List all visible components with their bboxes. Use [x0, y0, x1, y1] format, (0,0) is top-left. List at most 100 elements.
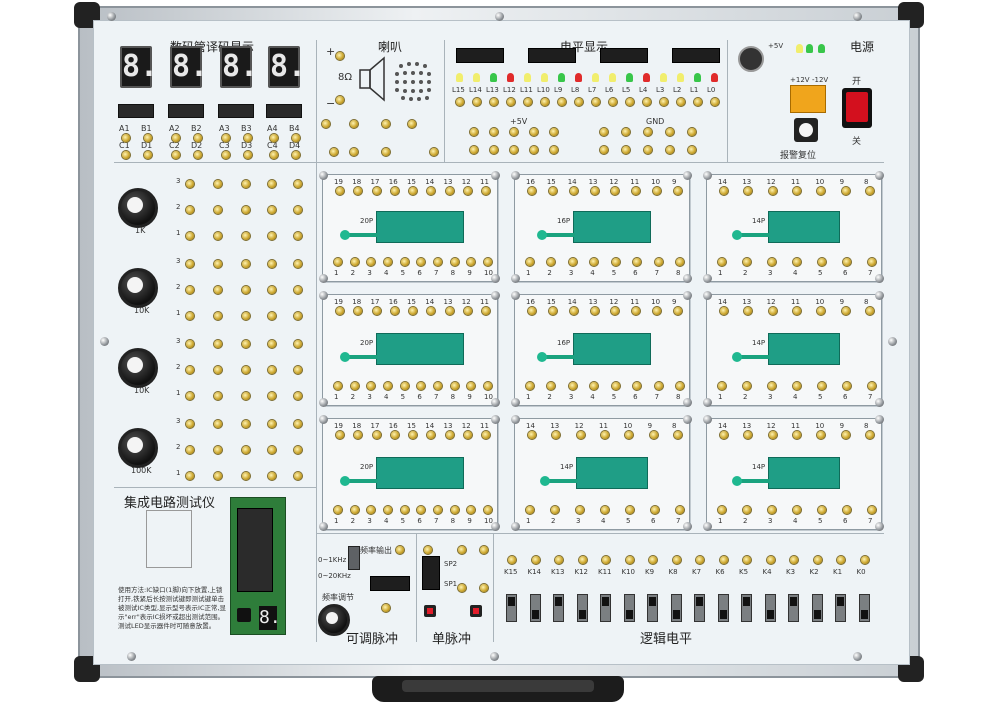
toggle-switch-lever[interactable]	[743, 597, 750, 606]
banana-jack[interactable]	[480, 584, 488, 592]
banana-jack[interactable]	[718, 506, 726, 514]
banana-jack[interactable]	[696, 556, 704, 564]
toggle-switch-lever[interactable]	[625, 610, 633, 619]
toggle-switch-lever[interactable]	[696, 597, 703, 606]
banana-jack[interactable]	[294, 232, 302, 240]
banana-jack[interactable]	[817, 187, 826, 195]
banana-jack[interactable]	[632, 187, 641, 195]
banana-jack[interactable]	[541, 98, 549, 106]
zif-socket[interactable]	[768, 211, 840, 243]
banana-jack[interactable]	[841, 307, 850, 315]
zif-lever[interactable]	[738, 233, 770, 237]
banana-jack[interactable]	[214, 286, 222, 294]
banana-jack[interactable]	[400, 258, 409, 266]
banana-jack[interactable]	[654, 258, 663, 266]
banana-jack[interactable]	[384, 382, 392, 390]
banana-jack[interactable]	[336, 307, 344, 315]
banana-jack[interactable]	[409, 431, 417, 439]
banana-jack[interactable]	[214, 312, 222, 320]
toggle-switch-lever[interactable]	[719, 610, 727, 619]
banana-jack[interactable]	[793, 258, 801, 266]
banana-jack[interactable]	[590, 307, 599, 315]
banana-jack[interactable]	[484, 506, 492, 514]
banana-jack[interactable]	[868, 506, 876, 514]
toggle-switch[interactable]	[741, 594, 752, 622]
banana-jack[interactable]	[676, 506, 684, 514]
banana-jack[interactable]	[576, 506, 584, 514]
banana-jack[interactable]	[424, 546, 432, 554]
banana-jack[interactable]	[490, 146, 498, 154]
zif-lever-handle[interactable]	[732, 352, 742, 362]
banana-jack[interactable]	[350, 506, 359, 514]
zif-socket[interactable]	[376, 457, 464, 489]
banana-jack[interactable]	[463, 187, 472, 195]
banana-jack[interactable]	[841, 187, 850, 195]
banana-jack[interactable]	[382, 604, 390, 612]
banana-jack[interactable]	[122, 151, 130, 159]
banana-jack[interactable]	[720, 431, 728, 439]
banana-jack[interactable]	[526, 258, 534, 266]
toggle-switch-lever[interactable]	[602, 597, 609, 606]
banana-jack[interactable]	[548, 307, 557, 315]
banana-jack[interactable]	[450, 506, 459, 514]
single-pulse-button[interactable]	[470, 605, 482, 617]
banana-jack[interactable]	[294, 312, 302, 320]
banana-jack[interactable]	[294, 392, 302, 400]
banana-jack[interactable]	[427, 431, 436, 439]
banana-jack[interactable]	[550, 128, 558, 136]
toggle-switch-lever[interactable]	[555, 597, 562, 606]
banana-jack[interactable]	[409, 307, 417, 315]
zif-lever[interactable]	[346, 233, 378, 237]
banana-jack[interactable]	[470, 128, 478, 136]
banana-jack[interactable]	[222, 134, 230, 142]
banana-jack[interactable]	[653, 187, 662, 195]
banana-jack[interactable]	[186, 260, 194, 268]
zif-lever[interactable]	[543, 233, 575, 237]
banana-jack[interactable]	[688, 146, 696, 154]
banana-jack[interactable]	[510, 146, 518, 154]
banana-jack[interactable]	[568, 382, 577, 390]
toggle-switch[interactable]	[694, 594, 705, 622]
banana-jack[interactable]	[463, 431, 472, 439]
banana-jack[interactable]	[334, 382, 342, 390]
toggle-switch-lever[interactable]	[578, 610, 586, 619]
banana-jack[interactable]	[818, 258, 826, 266]
banana-jack[interactable]	[600, 128, 608, 136]
banana-jack[interactable]	[484, 258, 492, 266]
banana-jack[interactable]	[294, 340, 302, 348]
banana-jack[interactable]	[434, 258, 442, 266]
banana-jack[interactable]	[551, 506, 559, 514]
zif-lever[interactable]	[546, 479, 578, 483]
banana-jack[interactable]	[242, 340, 250, 348]
banana-jack[interactable]	[651, 506, 659, 514]
banana-jack[interactable]	[508, 556, 516, 564]
banana-jack[interactable]	[400, 506, 409, 514]
banana-jack[interactable]	[817, 307, 826, 315]
banana-jack[interactable]	[400, 382, 409, 390]
banana-jack[interactable]	[186, 366, 194, 374]
banana-jack[interactable]	[790, 556, 798, 564]
banana-jack[interactable]	[530, 128, 538, 136]
frequency-knob[interactable]	[318, 604, 350, 636]
banana-jack[interactable]	[336, 187, 344, 195]
zif-lever[interactable]	[543, 355, 575, 359]
banana-jack[interactable]	[744, 307, 753, 315]
zif-lever-handle[interactable]	[537, 230, 547, 240]
banana-jack[interactable]	[590, 187, 599, 195]
banana-jack[interactable]	[590, 258, 599, 266]
banana-jack[interactable]	[676, 258, 684, 266]
banana-jack[interactable]	[268, 180, 276, 188]
banana-jack[interactable]	[484, 382, 492, 390]
banana-jack[interactable]	[294, 446, 302, 454]
zif-socket[interactable]	[768, 457, 840, 489]
banana-jack[interactable]	[575, 98, 583, 106]
banana-jack[interactable]	[674, 187, 682, 195]
banana-jack[interactable]	[242, 366, 250, 374]
banana-jack[interactable]	[768, 382, 776, 390]
zif-lever[interactable]	[346, 355, 378, 359]
banana-jack[interactable]	[674, 307, 682, 315]
banana-jack[interactable]	[818, 382, 826, 390]
toggle-switch[interactable]	[553, 594, 564, 622]
banana-jack[interactable]	[470, 146, 478, 154]
banana-jack[interactable]	[186, 180, 194, 188]
